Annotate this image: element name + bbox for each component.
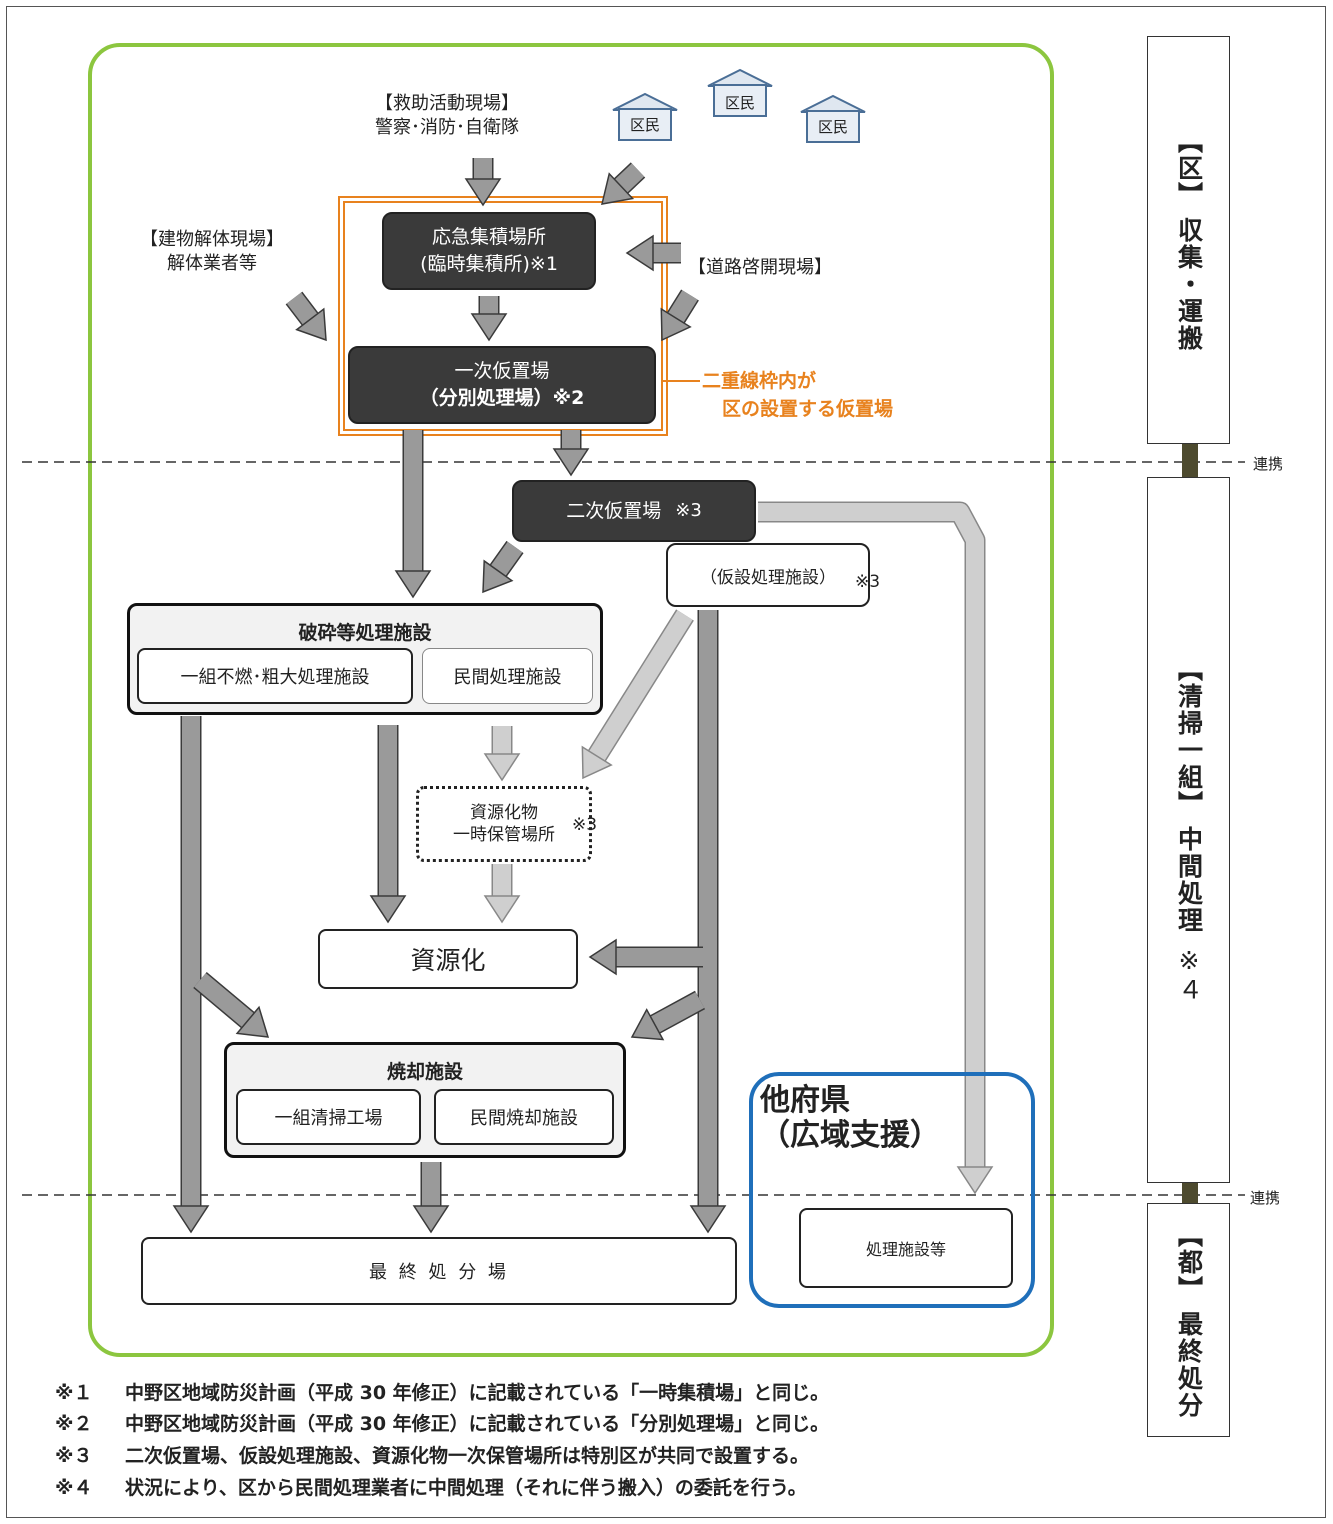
arrow-crushing-to-recycling xyxy=(369,725,407,924)
recyclables-storage-line1: 資源化物 xyxy=(470,802,538,823)
primary-temporary-site-line2: （分別処理場）※2 xyxy=(419,387,585,409)
tokyo-role-column: 【都】 最終処分 xyxy=(1147,1203,1230,1437)
ward-role-text: 収集・運搬 xyxy=(1174,217,1204,352)
arrow-collection-to-primary xyxy=(470,296,508,342)
footnote-2: ※２ 中野区地域防災計画（平成 30 年修正）に記載されている「分別処理場」と同じ… xyxy=(55,1409,829,1436)
final-disposal-site-label: 最 終 処 分 場 xyxy=(369,1262,509,1283)
private-incineration-facility-label: 民間焼却施設 xyxy=(470,1108,578,1129)
ward-scope-frame xyxy=(88,43,1054,1357)
arrow-demolition-to-primary xyxy=(285,291,327,342)
resident-house-label-1: 区民 xyxy=(629,115,660,134)
rescue-site-sub: 警察･消防･自衛隊 xyxy=(375,117,519,139)
tokyo-role-bracket: 【都】 xyxy=(1174,1221,1204,1303)
secondary-temporary-site-note: ※3 xyxy=(675,500,702,522)
secondary-temporary-site-label: 二次仮置場 xyxy=(566,499,662,522)
incineration-facility-title: 焼却施設 xyxy=(386,1061,463,1083)
private-processing-facility-box: 民間処理施設 xyxy=(422,648,593,704)
processing-facility-label: 処理施設等 xyxy=(865,1240,946,1259)
arrow-road-to-collection xyxy=(625,234,681,272)
arrow-primary-to-secondary xyxy=(552,430,590,477)
footnote-2-text: 中野区地域防災計画（平成 30 年修正）に記載されている「分別処理場」と同じ。 xyxy=(125,1413,830,1435)
ichikumi-cleaning-plant-label: 一組清掃工場 xyxy=(274,1108,383,1129)
seiso-ichikumi-role-column: 【清掃一組】 中間処理 ※４ xyxy=(1147,477,1230,1183)
resident-house-icon-3 xyxy=(800,94,866,143)
crushing-facility-title: 破砕等処理施設 xyxy=(298,622,432,644)
arrow-temp-facility-to-final xyxy=(689,610,727,1234)
resident-house-label-3: 区民 xyxy=(817,117,848,136)
link-label-1: 連携 xyxy=(1253,455,1284,473)
arrow-rescue-to-collection xyxy=(464,158,502,207)
arrow-crushing-to-final xyxy=(172,716,210,1234)
other-prefecture-line1: 他府県 xyxy=(760,1083,850,1118)
demolition-site-sub: 解体業者等 xyxy=(167,253,257,275)
ward-role-bracket: 【区】 xyxy=(1174,128,1204,209)
ichikumi-nonburnable-facility-box: 一組不燃･粗大処理施設 xyxy=(137,648,413,704)
arrow-storage-to-recycling xyxy=(483,864,521,924)
arrow-temp-facility-to-incineration xyxy=(630,990,706,1041)
footnote-2-mark: ※２ xyxy=(55,1413,93,1435)
other-prefecture-title: 他府県 （広域支援） xyxy=(760,1083,940,1153)
primary-temporary-site-box: 一次仮置場 （分別処理場）※2 xyxy=(348,346,656,424)
recyclables-storage-line2: 一時保管場所 xyxy=(453,825,555,845)
arrow-incineration-to-final xyxy=(412,1162,450,1234)
temporary-processing-facility-box: （仮設処理施設） xyxy=(666,543,870,607)
emergency-collection-line2: (臨時集積所)※1 xyxy=(420,253,558,275)
recyclables-storage-box: 資源化物 一時保管場所 xyxy=(416,786,592,862)
arrow-residents-to-collection xyxy=(601,162,646,205)
processing-facility-box: 処理施設等 xyxy=(799,1208,1013,1288)
footnote-3: ※３ 二次仮置場、仮設処理施設、資源化物一次保管場所は特別区が共同で設置する。 xyxy=(55,1441,809,1468)
emergency-collection-line1: 応急集積場所 xyxy=(431,226,546,249)
private-incineration-facility-box: 民間焼却施設 xyxy=(434,1089,614,1145)
footnote-4-mark: ※４ xyxy=(55,1477,93,1499)
tokyo-role-text: 最終処分 xyxy=(1174,1310,1204,1419)
ichikumi-cleaning-plant-box: 一組清掃工場 xyxy=(236,1089,421,1145)
ichikumi-nonburnable-facility-label: 一組不燃･粗大処理施設 xyxy=(180,667,370,688)
arrow-private-to-storage xyxy=(483,726,521,782)
road-clearing-site-label: 【道路啓開現場】 xyxy=(688,257,832,278)
footnote-4-text: 状況により、区から民間処理業者に中間処理（それに伴う搬入）の委託を行う。 xyxy=(125,1477,807,1499)
ward-role-column: 【区】 収集・運搬 xyxy=(1147,36,1230,444)
seiso-role-bracket: 【清掃一組】 xyxy=(1174,656,1204,818)
primary-temporary-site-line1: 一次仮置場 xyxy=(454,360,550,383)
callout-line1: 二重線枠内が xyxy=(702,370,817,392)
arrow-road-to-primary xyxy=(660,289,699,342)
resident-house-label-2: 区民 xyxy=(724,93,755,112)
link-label-2: 連携 xyxy=(1250,1189,1281,1207)
resident-house-icon-2 xyxy=(707,68,773,117)
secondary-temporary-site-box: 二次仮置場 ※3 xyxy=(512,480,756,542)
seiso-role-text: 中間処理 xyxy=(1174,826,1204,934)
arrow-temp-facility-to-recycling xyxy=(588,938,703,976)
private-processing-facility-label: 民間処理施設 xyxy=(453,667,562,688)
recycling-box: 資源化 xyxy=(318,929,578,989)
arrow-temp-facility-to-storage xyxy=(581,609,694,780)
arrow-secondary-to-other-prefecture xyxy=(758,501,994,1195)
other-prefecture-line2: （広域支援） xyxy=(760,1117,940,1153)
footnote-1-text: 中野区地域防災計画（平成 30 年修正）に記載されている「一時集積場」と同じ。 xyxy=(125,1382,830,1404)
temporary-processing-facility-label: （仮設処理施設） xyxy=(700,567,836,588)
callout-line2: 区の設置する仮置場 xyxy=(722,397,894,420)
footnote-4: ※４ 状況により、区から民間処理業者に中間処理（それに伴う搬入）の委託を行う。 xyxy=(55,1473,807,1500)
final-disposal-site-box: 最 終 処 分 場 xyxy=(141,1237,737,1305)
recyclables-storage-note: ※3 xyxy=(572,815,598,835)
emergency-collection-box: 応急集積場所 (臨時集積所)※1 xyxy=(382,212,596,290)
rescue-site-title: 【救助活動現場】 xyxy=(375,93,519,114)
demolition-site-label: 【建物解体現場】 解体業者等 xyxy=(140,228,284,277)
temporary-processing-facility-note: ※3 xyxy=(855,572,881,592)
resident-house-icon-1 xyxy=(612,92,678,141)
demolition-site-title: 【建物解体現場】 xyxy=(140,229,284,250)
outer-frame xyxy=(6,6,1326,1518)
other-prefecture-group xyxy=(749,1072,1035,1308)
recycling-label: 資源化 xyxy=(410,946,486,975)
arrow-primary-to-crushing xyxy=(394,430,432,599)
rescue-site-label: 【救助活動現場】 警察･消防･自衛隊 xyxy=(375,92,519,141)
callout-text: 二重線枠内が 区の設置する仮置場 xyxy=(702,368,893,423)
footnote-3-text: 二次仮置場、仮設処理施設、資源化物一次保管場所は特別区が共同で設置する。 xyxy=(125,1445,810,1467)
footnote-3-mark: ※３ xyxy=(55,1445,93,1467)
arrow-secondary-to-crushing xyxy=(482,540,524,594)
seiso-role-note: ※４ xyxy=(1174,946,1204,1004)
footnote-1: ※１ 中野区地域防災計画（平成 30 年修正）に記載されている「一時集積場」と同じ… xyxy=(55,1378,829,1405)
footnote-1-mark: ※１ xyxy=(55,1382,93,1404)
arrow-crushing-to-incineration xyxy=(193,971,270,1038)
